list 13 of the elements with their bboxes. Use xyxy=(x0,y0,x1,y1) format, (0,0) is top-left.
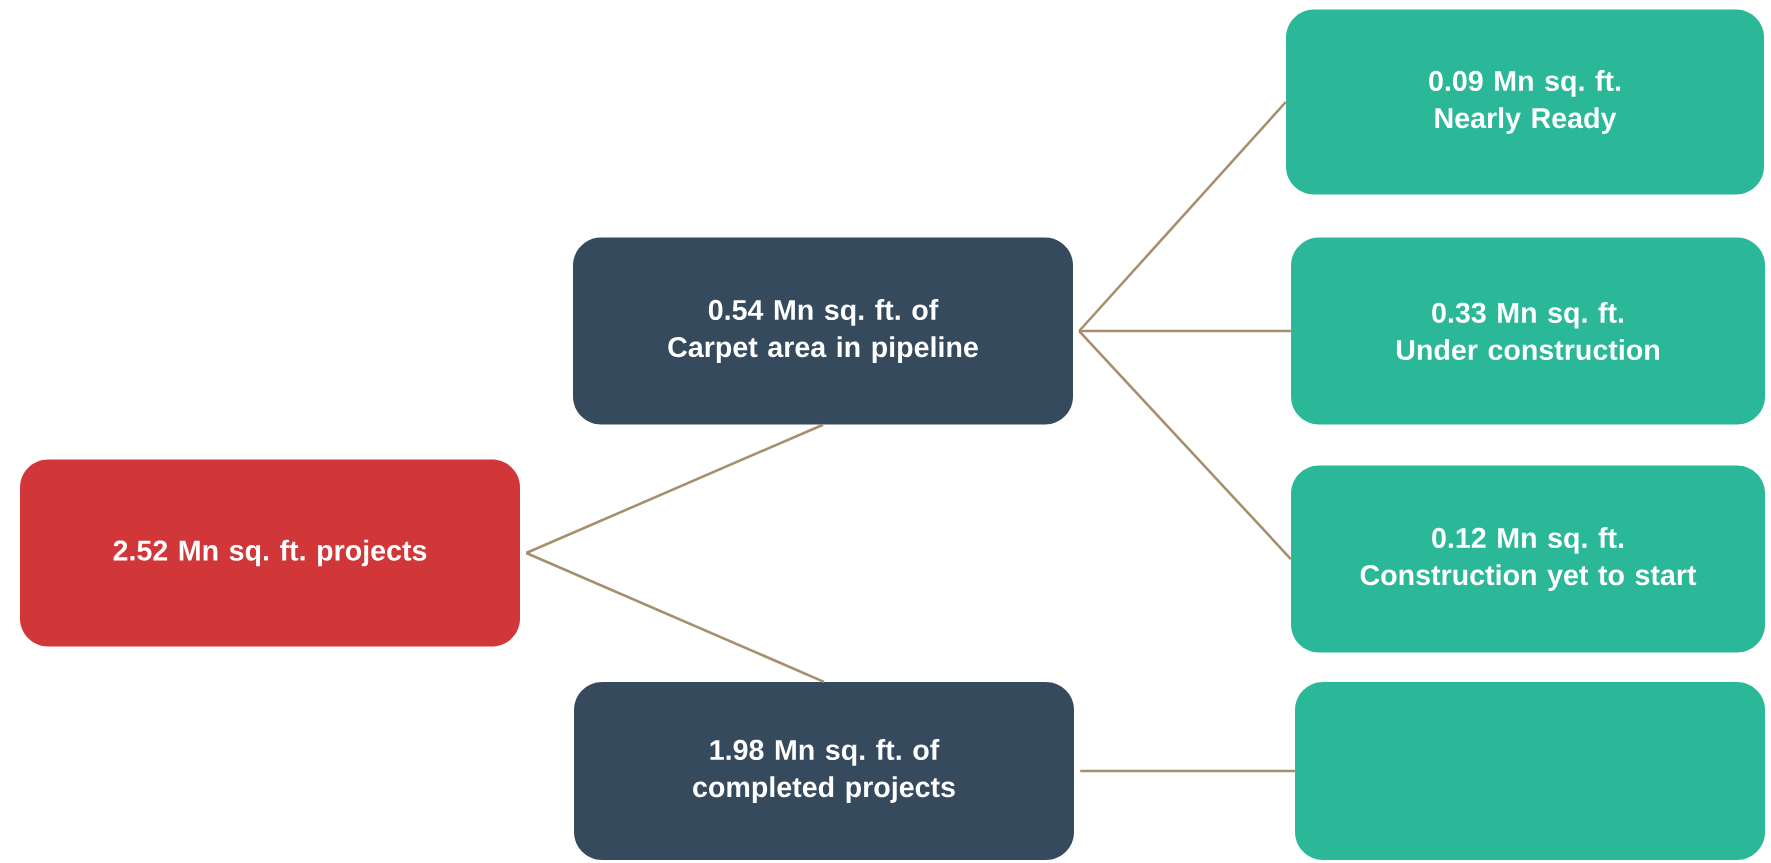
status-box: 0.09 Mn sq. ft. Nearly Ready xyxy=(1286,9,1764,195)
connector-line xyxy=(1080,769,1295,773)
status-box: 0.33 Mn sq. ft. Under construction xyxy=(1291,237,1765,425)
connector-line xyxy=(525,423,824,555)
status-box: 0.12 Mn sq. ft. Construction yet to start xyxy=(1291,465,1765,653)
project-box xyxy=(1295,682,1765,860)
connector-line xyxy=(1079,329,1291,333)
connector-line xyxy=(525,551,825,683)
connector-line xyxy=(1078,330,1292,560)
category-box: 0.54 Mn sq. ft. of Carpet area in pipeline xyxy=(573,237,1073,425)
category-box: 1.98 Mn sq. ft. of completed projects xyxy=(574,682,1074,860)
connector-line xyxy=(1078,101,1287,332)
root-box: 2.52 Mn sq. ft. projects xyxy=(20,459,520,647)
